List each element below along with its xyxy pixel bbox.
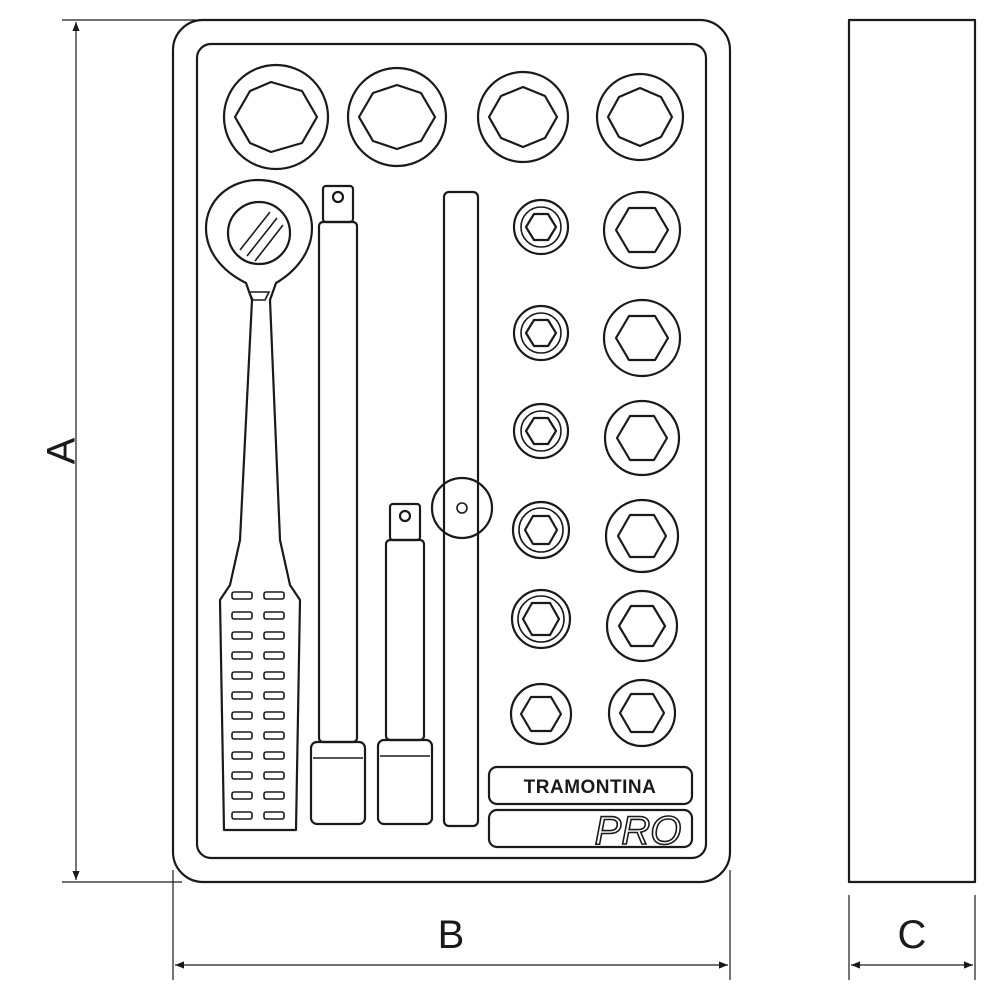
ratchet-body [204, 178, 314, 832]
small-sockets-column [509, 198, 573, 746]
dimension-a-label: A [40, 437, 84, 464]
socket [510, 588, 572, 650]
socket [222, 63, 330, 171]
dimension-b-label: B [438, 913, 465, 957]
long-extension-bar [309, 184, 367, 826]
socket [509, 682, 573, 746]
socket [346, 66, 448, 168]
socket [512, 304, 570, 362]
socket [602, 298, 682, 378]
socket [607, 678, 677, 748]
short-extension-bar [376, 502, 434, 826]
socket [512, 198, 570, 256]
long-extension-socket-end [309, 740, 367, 826]
socket [603, 399, 681, 477]
socket [605, 589, 679, 663]
tray-inner-outline [195, 42, 708, 860]
tray-side-view [847, 18, 977, 884]
ratchet-switch [247, 291, 271, 301]
socket [604, 498, 680, 574]
ratchet-grip [231, 591, 285, 820]
dimension-b: B [172, 870, 731, 980]
short-extension-shaft [384, 538, 426, 742]
socket [602, 190, 682, 270]
dimension-c: C [848, 895, 976, 980]
socket [512, 402, 570, 460]
t-bar-slider [430, 476, 494, 540]
socket [476, 70, 570, 164]
large-sockets-top-row [222, 63, 685, 171]
socket [595, 72, 685, 162]
t-bar-shaft [442, 190, 480, 828]
sliding-t-bar [430, 190, 494, 828]
brand-label-plate [487, 765, 694, 806]
medium-sockets-column [602, 190, 682, 748]
socket [511, 500, 571, 560]
brand-plate: TRAMONTINA PRO [487, 765, 694, 854]
long-extension-shaft [317, 220, 359, 744]
dimension-c-label: C [898, 913, 927, 957]
ratchet-wrench [204, 178, 314, 832]
dimension-a: A [40, 19, 200, 883]
series-label: PRO [595, 809, 682, 853]
brand-label: TRAMONTINA [524, 777, 657, 798]
tray-outer-outline [171, 18, 732, 884]
short-extension-socket-end [376, 738, 434, 826]
ratchet-head-dial [226, 200, 292, 266]
series-label-plate [487, 808, 694, 849]
tray-front-view [171, 18, 732, 884]
